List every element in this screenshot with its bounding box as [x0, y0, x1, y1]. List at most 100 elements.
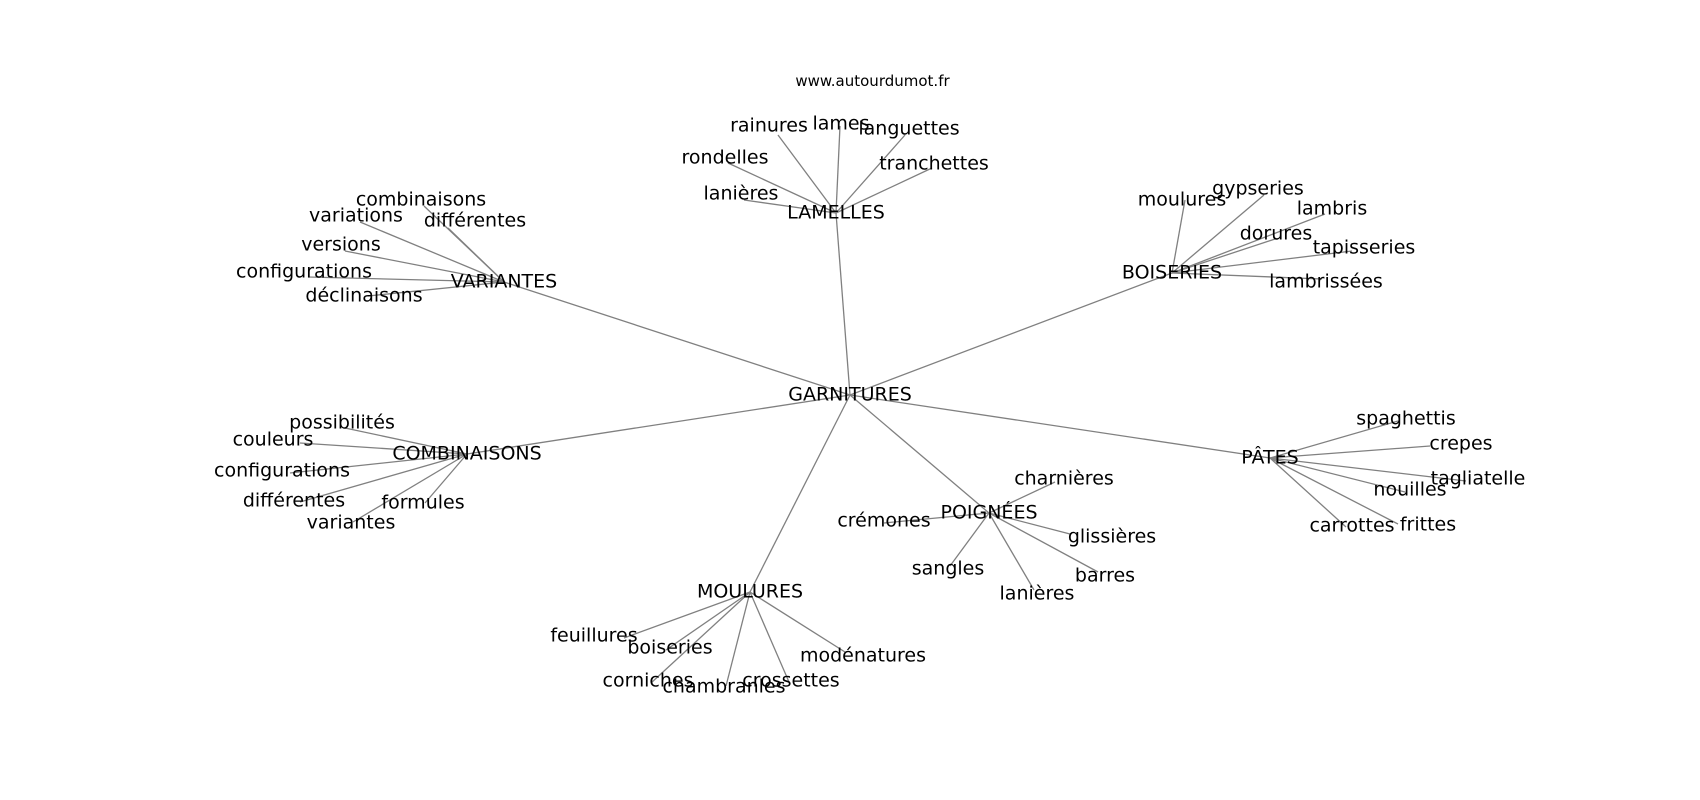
leaf-node-lambris[interactable]: lambris — [1297, 198, 1367, 220]
edge-combinaisons-formules — [424, 453, 468, 504]
edge-lamelles-lames — [835, 125, 841, 214]
hub-node-lamelles[interactable]: LAMELLES — [787, 202, 885, 224]
leaf-node-versions[interactable]: versions — [301, 234, 381, 256]
edge-moulures-boiseries — [665, 591, 751, 651]
leaf-node-sangles[interactable]: sangles — [912, 558, 985, 580]
edge-center-poignees — [849, 394, 990, 514]
edge-moulures-corniches — [650, 591, 751, 684]
edge-pates-tagliatelle — [1269, 457, 1467, 482]
edge-boiseries-tapisseries — [1171, 250, 1353, 274]
edge-boiseries-dorures — [1171, 238, 1276, 274]
edge-pates-crepes — [1269, 445, 1431, 459]
leaf-node-corniches[interactable]: corniches — [603, 670, 694, 692]
edge-boiseries-moulures — [1171, 199, 1186, 274]
hub-node-variantes[interactable]: VARIANTES — [451, 271, 557, 293]
edge-center-variantes — [503, 281, 851, 396]
edge-variantes-declinaisons — [367, 281, 505, 297]
edge-moulures-feuillures — [623, 591, 751, 639]
hub-node-combinaisons[interactable]: COMBINAISONS — [392, 443, 541, 465]
leaf-node-moulures[interactable]: moulures — [1138, 189, 1226, 211]
leaf-node-tagliatelle[interactable]: tagliatelle — [1431, 468, 1526, 490]
edge-poignees-barres — [988, 512, 1099, 573]
edge-center-boiseries — [849, 272, 1173, 396]
leaf-node-combinaisons[interactable]: combinaisons — [356, 189, 486, 211]
leaf-node-chambranles[interactable]: chambranles — [662, 676, 785, 698]
edge-lamelles-rainures — [777, 134, 837, 214]
edge-pates-carrottes — [1269, 457, 1347, 528]
hub-node-pates[interactable]: PÂTES — [1241, 446, 1298, 469]
source-url: www.autourdumot.fr — [795, 72, 950, 90]
edge-poignees-glissieres — [988, 512, 1071, 535]
edge-moulures-crossettes — [749, 591, 790, 683]
leaf-node-lames[interactable]: lames — [812, 113, 869, 135]
edge-pates-frittes — [1269, 457, 1399, 525]
edge-combinaisons-differentes — [299, 453, 468, 503]
leaf-node-modenatures[interactable]: modénatures — [800, 645, 926, 667]
leaf-node-variantes[interactable]: variantes — [307, 512, 396, 534]
edge-lamelles-rondelles — [727, 162, 837, 214]
leaf-node-charnieres[interactable]: charnières — [1014, 468, 1114, 490]
leaf-node-frittes[interactable]: frittes — [1400, 514, 1456, 536]
leaf-node-gypseries[interactable]: gypseries — [1212, 178, 1304, 200]
leaf-node-variations[interactable]: variations — [309, 205, 403, 227]
leaf-node-languettes[interactable]: languettes — [858, 118, 959, 140]
hub-node-moulures[interactable]: MOULURES — [697, 581, 803, 603]
edge-lamelles-lanieres — [743, 199, 837, 214]
leaf-node-crepes[interactable]: crepes — [1429, 433, 1492, 455]
leaf-node-cremones[interactable]: crémones — [837, 510, 930, 532]
leaf-node-nouilles[interactable]: nouilles — [1373, 479, 1446, 501]
leaf-node-lambrissees[interactable]: lambrissées — [1269, 271, 1383, 293]
leaf-node-spaghettis[interactable]: spaghettis — [1356, 408, 1455, 430]
leaf-node-declinaisons[interactable]: déclinaisons — [305, 285, 422, 307]
leaf-node-differentes[interactable]: différentes — [424, 210, 526, 232]
leaf-node-tapisseries[interactable]: tapisseries — [1313, 237, 1416, 259]
leaf-node-barres[interactable]: barres — [1075, 565, 1135, 587]
center-node-label[interactable]: GARNITURES — [788, 384, 912, 406]
leaf-node-carrottes[interactable]: carrottes — [1309, 515, 1394, 537]
edge-variantes-differentes — [447, 227, 505, 283]
leaf-node-crossettes[interactable]: crossettes — [742, 670, 839, 692]
leaf-node-differentes[interactable]: différentes — [243, 490, 345, 512]
leaf-node-couleurs[interactable]: couleurs — [233, 429, 314, 451]
leaf-node-boiseries[interactable]: boiseries — [627, 637, 712, 659]
edge-center-pates — [849, 394, 1271, 459]
edge-variantes-configurations — [307, 276, 505, 283]
leaf-node-formules[interactable]: formules — [381, 492, 464, 514]
edge-combinaisons-couleurs — [299, 442, 468, 455]
edge-variantes-versions — [344, 250, 505, 283]
edge-moulures-chambranles — [725, 591, 751, 687]
edge-poignees-charnieres — [988, 481, 1056, 514]
hub-node-poignees[interactable]: POIGNÉES — [940, 501, 1037, 524]
edge-poignees-sangles — [949, 512, 990, 567]
edge-combinaisons-variantes — [352, 453, 468, 523]
edge-pates-nouilles — [1269, 457, 1406, 493]
edge-boiseries-lambris — [1171, 213, 1326, 274]
leaf-node-glissieres[interactable]: glissières — [1068, 526, 1156, 548]
leaf-node-configurations[interactable]: configurations — [214, 460, 350, 482]
leaf-node-tranchettes[interactable]: tranchettes — [879, 153, 989, 175]
leaf-node-rondelles[interactable]: rondelles — [682, 147, 769, 169]
leaf-node-lanieres[interactable]: lanières — [1000, 583, 1075, 605]
leaf-node-possibilites[interactable]: possibilités — [289, 412, 395, 434]
edge-lamelles-languettes — [835, 134, 906, 214]
edge-combinaisons-configurations — [289, 453, 468, 474]
edge-combinaisons-possibilites — [344, 427, 468, 455]
leaf-node-dorures[interactable]: dorures — [1240, 223, 1313, 245]
edge-pates-spaghettis — [1269, 420, 1399, 459]
edge-variantes-variations — [359, 221, 505, 283]
leaf-node-rainures[interactable]: rainures — [730, 115, 808, 137]
hub-node-boiseries[interactable]: BOISERIES — [1122, 262, 1222, 284]
leaf-node-configurations[interactable]: configurations — [236, 261, 372, 283]
edge-lamelles-tranchettes — [835, 167, 933, 214]
edge-center-lamelles — [835, 212, 851, 396]
edge-center-combinaisons — [466, 394, 851, 455]
edge-moulures-modenatures — [749, 591, 846, 653]
leaf-node-lanieres[interactable]: lanières — [704, 183, 779, 205]
edge-poignees-cremones — [883, 512, 990, 524]
leaf-node-feuillures[interactable]: feuillures — [550, 625, 637, 647]
edge-boiseries-gypseries — [1171, 194, 1265, 274]
graph-edges — [289, 125, 1467, 687]
edge-poignees-lanieres — [988, 512, 1035, 591]
